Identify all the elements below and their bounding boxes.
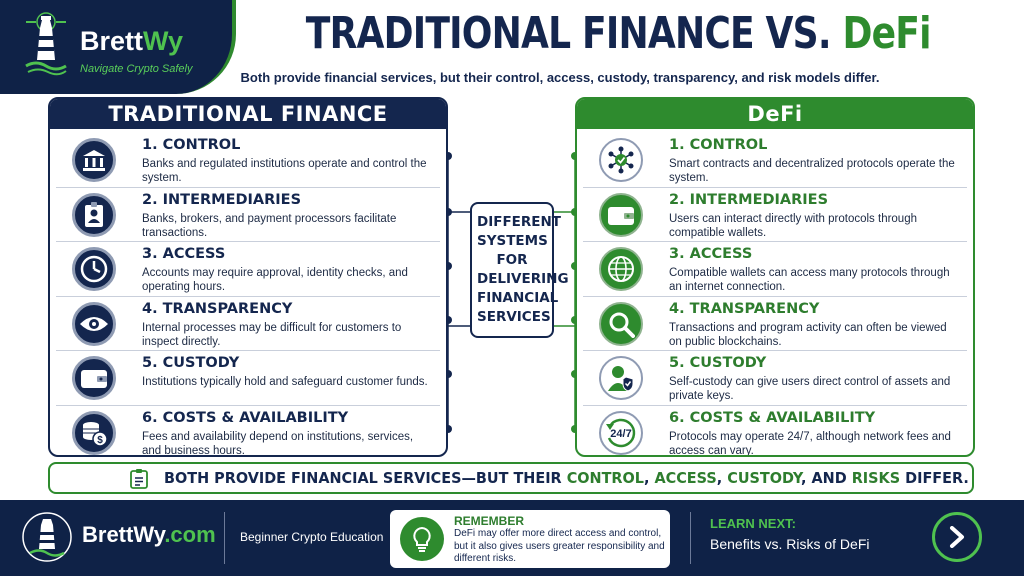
page-subtitle: Both provide financial services, but the… bbox=[240, 70, 880, 85]
traditional-row-transparency: 4. TRANSPARENCY Internal processes may b… bbox=[56, 297, 440, 352]
defi-row-control: 1. CONTROL Smart contracts and decentral… bbox=[583, 133, 967, 188]
coins-icon: $ bbox=[72, 410, 116, 455]
summary-bar: BOTH PROVIDE FINANCIAL SERVICES—BUT THEI… bbox=[48, 462, 974, 494]
defi-row-intermediaries: 2. INTERMEDIARIES Users can interact dir… bbox=[583, 188, 967, 243]
clipboard-icon bbox=[130, 469, 148, 489]
footer-site-link[interactable]: BrettWy.com bbox=[82, 522, 216, 547]
center-label-box: DIFFERENT SYSTEMS FOR DELIVERING FINANCI… bbox=[470, 202, 569, 338]
center-label: DIFFERENT SYSTEMS FOR DELIVERING FINANCI… bbox=[477, 214, 569, 325]
summary-text: BOTH PROVIDE FINANCIAL SERVICES—BUT THEI… bbox=[164, 469, 969, 487]
svg-text:$: $ bbox=[97, 435, 103, 446]
24-7-icon: 24/7 bbox=[599, 410, 643, 455]
brand-name: BrettWy bbox=[80, 26, 184, 56]
footer: BrettWy.com Beginner Crypto Education RE… bbox=[0, 500, 1024, 576]
footer-tagline: Beginner Crypto Education bbox=[240, 530, 384, 544]
clock-icon bbox=[72, 247, 116, 292]
brand-logo-area: BrettWy Navigate Crypto Safely bbox=[0, 0, 236, 94]
page-title: TRADITIONAL FINANCE VS. DeFi bbox=[305, 8, 932, 59]
learn-next-title: LEARN NEXT: bbox=[710, 516, 796, 531]
wallet-icon bbox=[599, 192, 643, 237]
traditional-finance-panel: TRADITIONAL FINANCE 1. CONTROL Banks and… bbox=[48, 97, 448, 457]
lighthouse-icon bbox=[25, 12, 67, 76]
defi-row-access: 3. ACCESS Compatible wallets can access … bbox=[583, 242, 967, 297]
traditional-row-control: 1. CONTROL Banks and regulated instituti… bbox=[56, 133, 440, 188]
magnifier-icon bbox=[599, 301, 643, 346]
next-button[interactable] bbox=[932, 512, 982, 562]
eye-icon bbox=[72, 301, 116, 346]
svg-text:24/7: 24/7 bbox=[610, 428, 631, 440]
remember-title: REMEMBER bbox=[454, 514, 525, 528]
footer-divider bbox=[224, 512, 225, 564]
traditional-row-intermediaries: 2. INTERMEDIARIES Banks, brokers, and pa… bbox=[56, 188, 440, 243]
defi-panel: DeFi 1. CONTROL Smart contracts and dece… bbox=[575, 97, 975, 457]
defi-row-transparency: 4. TRANSPARENCY Transactions and program… bbox=[583, 297, 967, 352]
lightbulb-icon bbox=[400, 517, 444, 561]
traditional-row-access: 3. ACCESS Accounts may require approval,… bbox=[56, 242, 440, 297]
defi-row-costs: 24/7 6. COSTS & AVAILABILITY Protocols m… bbox=[583, 406, 967, 455]
footer-divider bbox=[690, 512, 691, 564]
network-icon bbox=[599, 138, 643, 182]
traditional-finance-heading: TRADITIONAL FINANCE bbox=[50, 99, 446, 129]
wallet-icon bbox=[72, 356, 116, 401]
defi-heading: DeFi bbox=[577, 99, 973, 129]
defi-row-custody: 5. CUSTODY Self-custody can give users d… bbox=[583, 351, 967, 406]
id-badge-icon bbox=[72, 192, 116, 237]
brand-tagline: Navigate Crypto Safely bbox=[80, 63, 193, 75]
learn-next-link[interactable]: Benefits vs. Risks of DeFi bbox=[710, 536, 870, 552]
traditional-row-costs: $ 6. COSTS & AVAILABILITY Fees and avail… bbox=[56, 406, 440, 455]
user-shield-icon bbox=[599, 356, 643, 401]
globe-icon bbox=[599, 247, 643, 292]
chevron-right-icon bbox=[950, 526, 964, 548]
remember-box: REMEMBER DeFi may offer more direct acce… bbox=[390, 510, 670, 568]
remember-text: DeFi may offer more direct access and co… bbox=[454, 528, 665, 564]
lighthouse-icon bbox=[22, 512, 72, 562]
bank-icon bbox=[72, 138, 116, 182]
traditional-row-custody: 5. CUSTODY Institutions typically hold a… bbox=[56, 351, 440, 406]
